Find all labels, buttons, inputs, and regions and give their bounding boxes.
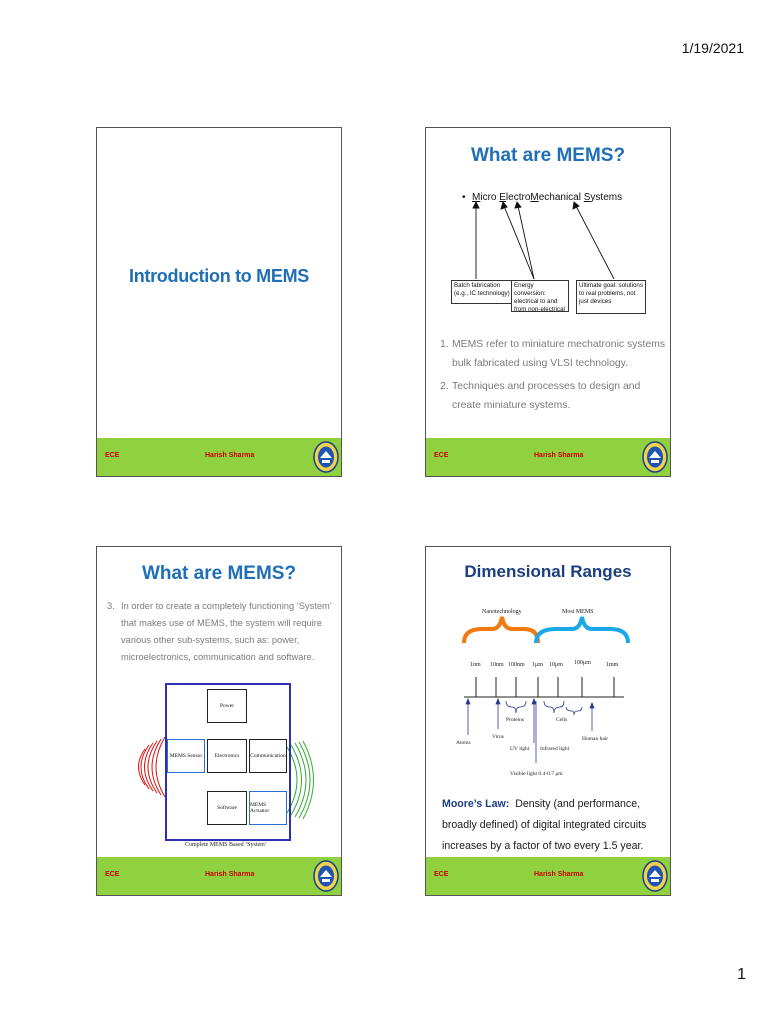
slide-footer: ECE Harish Sharma [97, 438, 341, 476]
footer-dept: ECE [105, 871, 120, 878]
university-logo-icon [313, 860, 339, 892]
list-item: 3. In order to create a completely funct… [107, 598, 339, 666]
tick-label: 100μm [574, 660, 591, 666]
slide-footer: ECE Harish Sharma [426, 438, 670, 476]
scale-diagram: Nanotechnology Most MEMS 1nm 10nm 100nm … [456, 609, 630, 777]
software-block: Software [207, 791, 247, 825]
list-item: 1. MEMS refer to miniature mechatronic s… [440, 335, 666, 373]
tick-label: 10μm [549, 662, 563, 668]
scale-label: Proteins [506, 717, 524, 723]
communication-block: Communication [249, 739, 287, 773]
list-text: MEMS refer to miniature mechatronic syst… [452, 339, 666, 369]
tick-label: 1mm [606, 662, 619, 668]
footer-author: Harish Sharma [205, 452, 255, 459]
slide-4: Dimensional Ranges Nanotechnology Most M… [425, 546, 671, 896]
diagram-box: Energy conversion: electrical to and fro… [511, 280, 569, 313]
tick-label: 100nm [508, 662, 525, 668]
list-text: Techniques and processes to design and c… [452, 381, 641, 411]
slide-1: Introduction to MEMS ECE Harish Sharma [96, 127, 342, 477]
scale-label: Human hair [582, 736, 608, 742]
scale-label: Cells [556, 717, 567, 723]
list-number: 2. [440, 381, 449, 392]
numbered-list: 3. In order to create a completely funct… [107, 598, 339, 670]
slide-3: What are MEMS? 3. In order to create a c… [96, 546, 342, 896]
brace-label-nanotech: Nanotechnology [482, 609, 522, 615]
list-number: 1. [440, 339, 449, 350]
slide-title: Introduction to MEMS [129, 266, 309, 286]
dimensional-ranges-diagram: Nanotechnology Most MEMS 1nm 10nm 100nm … [454, 603, 650, 783]
slide-title: What are MEMS? [141, 563, 297, 584]
slide-2: What are MEMS? • Micro ElectroMechanical… [425, 127, 671, 477]
numbered-list: 1. MEMS refer to miniature mechatronic s… [440, 335, 666, 419]
page-number: 1 [737, 966, 746, 983]
acronym-rest: echanical [538, 192, 584, 203]
university-logo-icon [642, 860, 668, 892]
tick-label: 1nm [470, 662, 481, 668]
footer-author: Harish Sharma [534, 452, 584, 459]
moores-law-text: Moore’s Law: Density (and performance, b… [442, 794, 666, 857]
moores-law-label: Moore’s Law: [442, 798, 510, 810]
footer-author: Harish Sharma [205, 871, 255, 878]
mems-system-diagram: Power MEMS Sensor Electronics Communicat… [135, 677, 331, 857]
page-date: 1/19/2021 [681, 40, 744, 56]
acronym-rest: ystems [590, 192, 623, 203]
footer-author: Harish Sharma [534, 871, 584, 878]
brace-label-mems: Most MEMS [562, 609, 594, 615]
scale-label: Infrared light [540, 745, 570, 752]
slide-footer: ECE Harish Sharma [97, 857, 341, 895]
acronym-rest: icro [480, 192, 500, 203]
footer-dept: ECE [434, 871, 449, 878]
slide-title: What are MEMS? [470, 145, 626, 166]
power-block: Power [207, 689, 247, 723]
university-logo-icon [642, 441, 668, 473]
electronics-block: Electronics [207, 739, 247, 773]
tick-label: 1μm [532, 662, 543, 668]
slide-footer: ECE Harish Sharma [426, 857, 670, 895]
figure-caption: Complete MEMS Based ‘System’ [185, 842, 267, 848]
tick-label: 10nm [490, 662, 504, 668]
university-logo-icon [313, 441, 339, 473]
bullet-icon: • [462, 192, 466, 203]
diagram-box: Batch fabrication (e.g., IC technology) [451, 280, 513, 304]
list-number: 3. [107, 601, 115, 611]
slide-title: Dimensional Ranges [464, 562, 632, 581]
moores-law-body: Density (and performance, broadly define… [442, 798, 647, 852]
mems-acronym-diagram: • Micro ElectroMechanical Systems Batch … [446, 188, 646, 322]
system-boundary [165, 683, 291, 841]
list-text: In order to create a completely function… [121, 601, 332, 662]
acronym-heading: Micro ElectroMechanical Systems [472, 192, 622, 203]
signal-waves-left-icon [138, 736, 166, 798]
acronym-letter: E [499, 192, 506, 203]
mems-sensor-block: MEMS Sensor [167, 739, 205, 773]
acronym-arrows [472, 200, 615, 280]
diagram-box: Ultimate goal: solutions to real problem… [576, 280, 646, 314]
acronym-letter: M [530, 192, 539, 203]
scale-label: Visible light 0.4-0.7 μm [510, 771, 563, 777]
scale-label: UV light [510, 746, 530, 752]
mems-actuator-block: MEMS Actuator [249, 791, 287, 825]
list-item: 2. Techniques and processes to design an… [440, 377, 666, 415]
footer-dept: ECE [105, 452, 120, 459]
acronym-letter: S [583, 192, 591, 203]
acronym-rest: lectro [505, 192, 531, 203]
scale-label: Virus [492, 734, 504, 740]
footer-dept: ECE [434, 452, 449, 459]
acronym-letter: M [472, 192, 481, 203]
scale-label: Atoms [456, 740, 471, 746]
